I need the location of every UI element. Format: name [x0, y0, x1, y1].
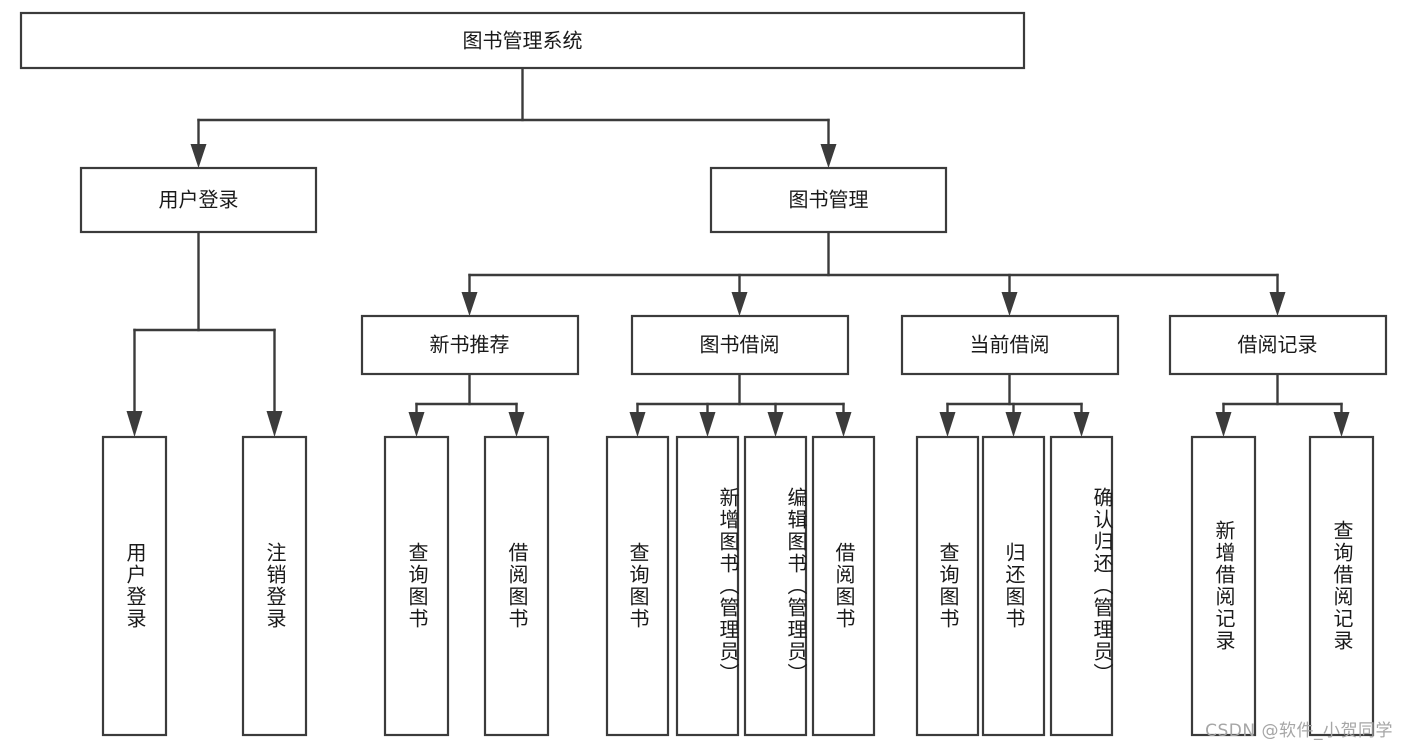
- leaf-box-query-book-new[interactable]: [383, 435, 450, 737]
- node-box-current-borrow[interactable]: [900, 314, 1120, 376]
- arrowhead-borrow-leaf2-icon: [699, 412, 716, 437]
- node-box-new-book-rec[interactable]: [360, 314, 580, 376]
- node-box-root[interactable]: [19, 11, 1026, 70]
- node-label-book-mgmt: 图书管理: [789, 188, 869, 212]
- connector-group-book-borrow: [629, 372, 852, 437]
- arrowhead-bookmgmt-current-icon: [1001, 292, 1018, 316]
- arrowhead-record-leaf2-icon: [1333, 412, 1350, 437]
- leaf-box-confirm-return-admin[interactable]: [1049, 435, 1114, 737]
- arrowhead-current-leaf1-icon: [939, 412, 956, 437]
- node-label-user-login: 用户登录: [159, 188, 239, 212]
- connector-group-book-mgmt: [461, 230, 1286, 316]
- arrowhead-record-leaf1-icon: [1215, 412, 1232, 437]
- leaf-box-add-borrow-record[interactable]: [1190, 435, 1257, 737]
- watermark-text: CSDN @软件_小贺同学: [1205, 721, 1393, 741]
- arrowhead-current-leaf2-icon: [1005, 412, 1022, 437]
- node-box-user-login[interactable]: [79, 166, 318, 234]
- connector-group-borrow-record: [1215, 372, 1350, 437]
- leaf-box-add-book-admin[interactable]: [675, 435, 740, 737]
- arrowhead-bookmgmt-record-icon: [1269, 292, 1286, 316]
- leaf-box-edit-book-admin[interactable]: [743, 435, 808, 737]
- leaf-box-query-book-borrow[interactable]: [605, 435, 670, 737]
- leaf-box-user-login[interactable]: [101, 435, 168, 737]
- node-label-current-borrow: 当前借阅: [970, 333, 1050, 357]
- node-label-new-book-rec: 新书推荐: [430, 333, 510, 357]
- connector-group-root: [190, 66, 837, 168]
- arrowhead-root-to-bookmgmt-icon: [820, 144, 837, 168]
- node-box-borrow-record[interactable]: [1168, 314, 1388, 376]
- leaf-box-logout[interactable]: [241, 435, 308, 737]
- arrowhead-login-leaf1-icon: [126, 411, 143, 437]
- arrowhead-borrow-leaf3-icon: [767, 412, 784, 437]
- leaf-box-query-borrow-record[interactable]: [1308, 435, 1375, 737]
- leaf-box-borrow-book-new[interactable]: [483, 435, 550, 737]
- arrowhead-bookmgmt-new-icon: [461, 292, 478, 316]
- arrowhead-bookmgmt-borrow-icon: [731, 292, 748, 316]
- node-label-book-borrow: 图书借阅: [700, 333, 780, 357]
- arrowhead-newbook-leaf1-icon: [408, 412, 425, 437]
- connector-group-new-book: [408, 372, 525, 437]
- arrowhead-newbook-leaf2-icon: [508, 412, 525, 437]
- arrowhead-root-to-login-icon: [190, 144, 207, 168]
- arrowhead-login-leaf2-icon: [266, 411, 283, 437]
- leaf-box-query-book-current[interactable]: [915, 435, 980, 737]
- connector-group-user-login: [126, 230, 283, 437]
- arrowhead-current-leaf3-icon: [1073, 412, 1090, 437]
- arrowhead-borrow-leaf4-icon: [835, 412, 852, 437]
- arrowhead-borrow-leaf1-icon: [629, 412, 646, 437]
- leaf-box-return-book[interactable]: [981, 435, 1046, 737]
- connector-group-current-borrow: [939, 372, 1090, 437]
- leaf-box-borrow-book[interactable]: [811, 435, 876, 737]
- node-label-borrow-record: 借阅记录: [1238, 333, 1318, 357]
- node-label-root: 图书管理系统: [463, 29, 583, 53]
- node-box-book-borrow[interactable]: [630, 314, 850, 376]
- node-box-book-mgmt[interactable]: [709, 166, 948, 234]
